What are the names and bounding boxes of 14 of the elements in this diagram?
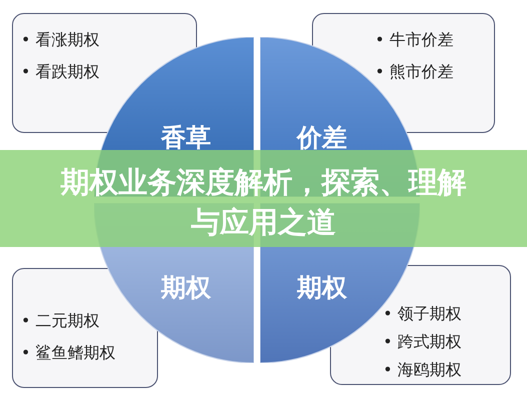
bullet-item: • 鲨鱼鳍期权 (21, 343, 116, 363)
title: 期权业务深度解析，探索、理解与应用之道 (60, 164, 468, 241)
bullet-item: • 二元期权 (21, 311, 100, 331)
bullet-item: • 看跌期权 (21, 62, 100, 82)
bullet-item: • 跨式期权 (383, 332, 462, 352)
sector-label: 香草 (160, 122, 212, 154)
sector-label: 价差 (296, 122, 348, 154)
bullet-item: • 看涨期权 (21, 30, 100, 50)
bullet-item: • 海鸥期权 (383, 360, 462, 380)
bullet-item: • 牛市价差 (375, 30, 454, 50)
sector-label: 期权 (160, 272, 212, 304)
bullet-item: • 领子期权 (383, 304, 462, 324)
bullet-item: • 熊市价差 (375, 62, 454, 82)
sector-label: 期权 (296, 272, 348, 304)
